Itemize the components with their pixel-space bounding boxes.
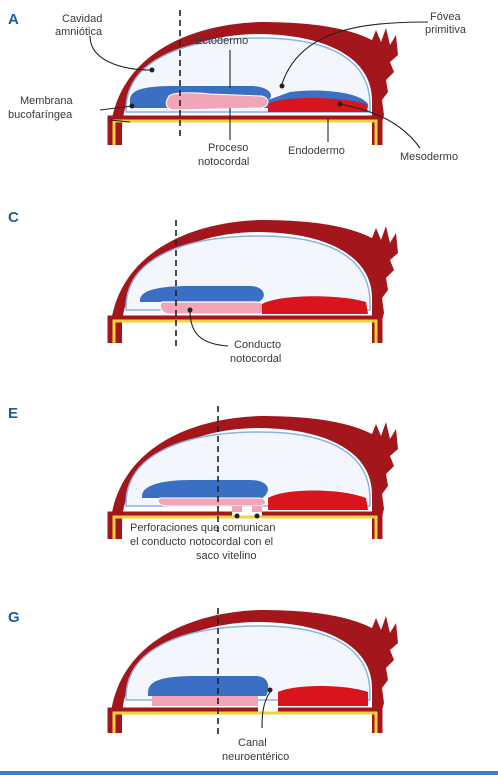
perforation	[232, 506, 242, 512]
label-canal: Canal neuroentérico	[222, 737, 289, 763]
perforation	[252, 506, 262, 512]
label-cavidad: Cavidad amniótica	[55, 13, 105, 38]
notochord	[152, 696, 258, 706]
panel-c: C Conducto notocordal	[8, 209, 398, 365]
ectoderm-layer	[140, 286, 264, 302]
panel-g: G Canal neuroentérico	[8, 608, 398, 763]
panel-e: E Perforaciones que comunican el conduct…	[8, 405, 398, 562]
bottom-accent-bar	[0, 771, 498, 775]
notochordal-process	[166, 93, 268, 110]
label-perforaciones: Perforaciones que comunican el conducto …	[130, 522, 279, 562]
leader-conducto	[190, 310, 228, 346]
ectoderm-layer	[142, 480, 268, 498]
label-mesodermo: Mesodermo	[400, 151, 458, 163]
label-ectodermo: Ectodermo	[195, 35, 248, 47]
label-proceso: Proceso notocordal	[198, 142, 251, 168]
panel-letter-a: A	[8, 11, 19, 28]
mesoderm-layer	[278, 686, 368, 706]
ectoderm-layer	[148, 676, 268, 696]
label-fovea: Fóvea primitiva	[425, 11, 467, 36]
label-conducto: Conducto notocordal	[230, 339, 284, 365]
notochordal-canal	[158, 498, 265, 506]
panel-a: A Cavidad amniótica Ectodermo Fóvea prim…	[8, 10, 467, 168]
panel-letter-e: E	[8, 405, 18, 422]
yolk-sac-line	[114, 713, 376, 733]
label-membrana: Membrana bucofaríngea	[8, 95, 76, 121]
panel-letter-c: C	[8, 209, 19, 226]
label-endodermo: Endodermo	[288, 145, 345, 157]
panel-letter-g: G	[8, 609, 20, 626]
